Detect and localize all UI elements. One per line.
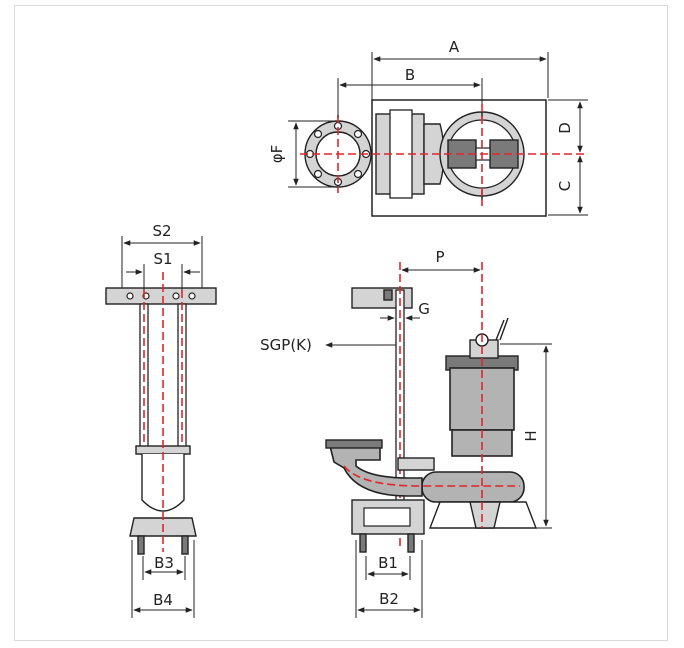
left-view <box>105 272 217 555</box>
dimension-F: φF <box>268 120 334 188</box>
label-G: G <box>418 300 430 318</box>
label-F: φF <box>268 145 286 164</box>
dimension-B: B <box>337 66 483 118</box>
dimension-SGP: SGP(K) <box>260 336 396 354</box>
dimension-S2: S2 <box>121 222 203 288</box>
dimension-P: P <box>401 248 481 273</box>
dimension-B3: B3 <box>142 554 186 580</box>
label-B1: B1 <box>378 554 398 572</box>
label-B2: B2 <box>379 590 399 608</box>
upper-bracket <box>105 287 217 305</box>
dimension-S1: S1 <box>126 250 200 290</box>
dimension-D: D <box>548 99 588 153</box>
label-B4: B4 <box>153 591 173 609</box>
label-A: A <box>449 38 460 56</box>
dimension-A: A <box>371 38 549 100</box>
dimension-C: C <box>548 155 588 216</box>
label-P: P <box>435 248 444 266</box>
dimension-G: G <box>380 300 430 321</box>
label-SGP: SGP(K) <box>260 336 312 354</box>
drawing-frame <box>14 5 668 641</box>
dimension-B1: B1 <box>365 554 411 580</box>
volute <box>421 471 525 503</box>
label-B: B <box>405 66 415 84</box>
label-S2: S2 <box>152 222 171 240</box>
top-view <box>300 99 584 217</box>
discharge-elbow <box>328 445 423 497</box>
label-H: H <box>522 430 540 441</box>
label-B3: B3 <box>154 554 174 572</box>
label-D: D <box>556 122 574 134</box>
side-view <box>325 262 538 553</box>
label-C: C <box>556 181 574 191</box>
dimension-B2: B2 <box>355 540 423 618</box>
dimension-H: H <box>500 343 552 529</box>
label-S1: S1 <box>153 250 172 268</box>
dimension-B4: B4 <box>131 540 195 618</box>
